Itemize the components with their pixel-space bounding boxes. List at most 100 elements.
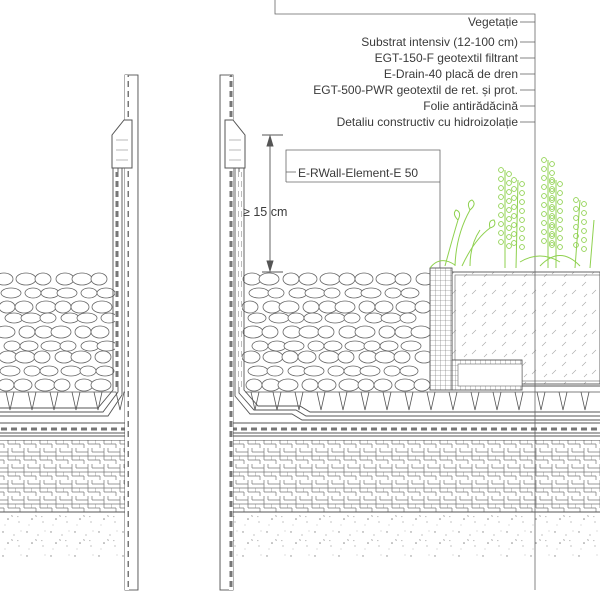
- pebble: [74, 378, 94, 392]
- pebble: [80, 287, 98, 299]
- plant-bud: [498, 167, 504, 173]
- pebble: [80, 340, 100, 352]
- plant-bud: [506, 234, 512, 240]
- pebble: [344, 287, 364, 299]
- pebble: [360, 287, 382, 299]
- pebble: [383, 365, 401, 377]
- plant-bud: [541, 238, 547, 244]
- dimension-label: ≥ 15 cm: [243, 205, 288, 219]
- plant-bud: [549, 231, 555, 237]
- pebble: [304, 287, 326, 299]
- pebble: [262, 350, 284, 364]
- pebble: [20, 312, 42, 324]
- pebble: [70, 350, 92, 364]
- cap-left: [111, 119, 133, 169]
- pebble: [358, 300, 376, 314]
- pebble: [34, 325, 54, 339]
- pebble: [287, 312, 305, 324]
- pebble: [34, 272, 52, 286]
- pebble: [0, 300, 16, 314]
- pebble: [364, 312, 384, 324]
- pebble: [380, 312, 402, 324]
- pebble: [0, 350, 18, 364]
- pebble: [287, 365, 307, 377]
- plant-bud: [557, 244, 563, 250]
- pebble: [267, 287, 285, 299]
- pebble: [323, 340, 343, 352]
- plant-bud: [519, 235, 525, 241]
- pebble: [301, 378, 319, 392]
- plant-bud: [541, 202, 547, 208]
- plant-bud: [573, 206, 579, 212]
- slab-layer: [0, 440, 600, 512]
- plant-bud: [519, 181, 525, 187]
- pebble: [281, 350, 299, 364]
- plant-bud: [511, 195, 517, 201]
- plant-bud: [549, 224, 555, 230]
- pebble: [24, 287, 42, 299]
- plant-bud: [541, 193, 547, 199]
- plant-bud: [557, 235, 563, 241]
- pebble: [337, 350, 355, 364]
- pebble: [267, 340, 287, 352]
- pebble: [258, 272, 280, 286]
- pebble: [400, 287, 420, 299]
- pebble: [39, 312, 57, 324]
- pebble: [379, 340, 399, 352]
- plant-bud: [519, 190, 525, 196]
- pebble: [39, 365, 59, 377]
- plant-bud: [549, 242, 555, 248]
- pebble: [282, 325, 302, 339]
- plant-bud: [498, 203, 504, 209]
- plant-bud: [549, 186, 555, 192]
- plant-bud: [549, 195, 555, 201]
- pebble: [375, 272, 397, 286]
- plant-bud: [498, 221, 504, 227]
- pebble: [4, 312, 24, 324]
- plant-bud: [549, 213, 555, 219]
- pebble: [266, 365, 284, 377]
- pebble: [261, 325, 279, 339]
- pebble: [19, 340, 39, 352]
- pebble: [298, 272, 318, 286]
- pebble: [359, 365, 381, 377]
- pebble: [399, 365, 419, 377]
- pebble: [303, 312, 323, 324]
- pebble: [338, 378, 360, 392]
- plant-bud: [541, 157, 547, 163]
- plant-bud: [498, 212, 504, 218]
- pebble: [374, 350, 396, 364]
- pebble: [242, 325, 264, 339]
- pebble: [79, 365, 97, 377]
- pebble: [354, 272, 374, 286]
- plant-bud: [511, 240, 517, 246]
- pebble: [394, 325, 414, 339]
- plant-bud: [573, 224, 579, 230]
- pebble: [54, 350, 74, 364]
- plant-bud: [581, 246, 587, 252]
- pebble: [394, 378, 416, 392]
- pebble: [338, 325, 358, 339]
- pebble: [400, 340, 422, 352]
- pebble: [414, 300, 432, 314]
- pebble: [0, 272, 14, 286]
- plant-bud: [549, 197, 555, 203]
- pebble: [318, 350, 340, 364]
- pebble: [393, 350, 411, 364]
- pebble: [324, 312, 346, 324]
- pebble: [56, 287, 78, 299]
- pebble: [302, 300, 320, 314]
- plant-bud: [581, 210, 587, 216]
- pebble: [90, 378, 112, 392]
- plant-bud: [557, 226, 563, 232]
- leader-lines: [274, 0, 536, 590]
- plant-bud: [557, 199, 563, 205]
- plant-bud: [581, 201, 587, 207]
- plant-bud: [573, 215, 579, 221]
- pebble: [74, 325, 92, 339]
- pebble: [334, 300, 356, 314]
- rwall-element: [429, 267, 453, 391]
- pebble: [60, 365, 82, 377]
